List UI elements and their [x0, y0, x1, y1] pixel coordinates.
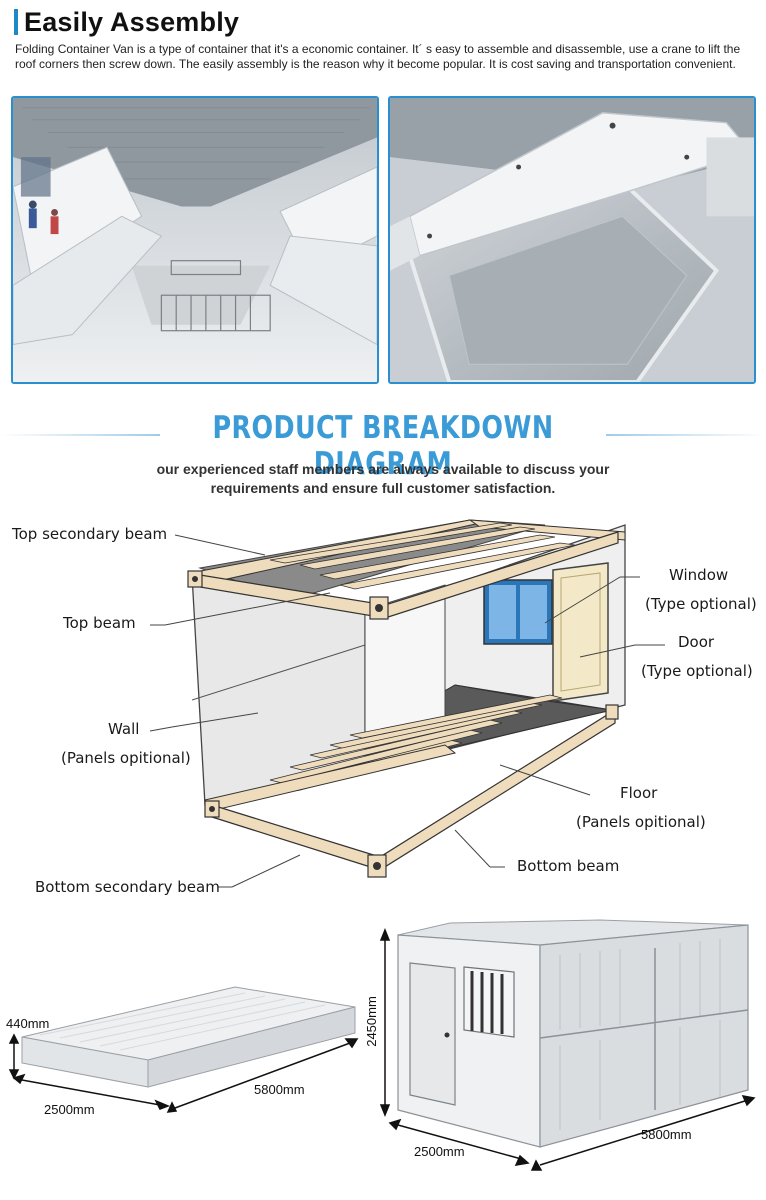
dimensions-illustration: [8, 919, 756, 1171]
folded-width-label: 2500mm: [44, 1102, 95, 1117]
label-door-note: (Type optional): [641, 662, 753, 680]
breakdown-diagram-illustration: [149, 519, 665, 888]
label-window-note: (Type optional): [645, 595, 757, 613]
label-top-secondary-beam: Top secondary beam: [12, 525, 168, 543]
folding-wall-panel-photo: [388, 96, 756, 384]
subtitle-line-2: requirements and ensure full customer sa…: [210, 480, 556, 496]
label-wall-note: (Panels opitional): [61, 749, 191, 767]
title-accent-bar: [14, 9, 18, 35]
label-floor: Floor: [620, 784, 658, 802]
section-heading: Easily Assembly: [24, 6, 240, 37]
folded-length-label: 5800mm: [254, 1082, 305, 1097]
section-description: Folding Container Van is a type of conta…: [15, 42, 741, 71]
container-interior-photo: [11, 96, 379, 384]
breakdown-diagram: Top secondary beam Top beam Wall (Panels…: [0, 505, 766, 905]
assembled-height-label: 2450mm: [363, 996, 379, 1047]
breakdown-diagram-heading: PRODUCT BREAKDOWN DIAGRAM: [212, 410, 554, 482]
label-bottom-beam: Bottom beam: [517, 857, 620, 875]
dimensions-section: 440mm 2500mm 5800mm 2450mm 2500mm 5800mm: [0, 915, 766, 1200]
assembled-width-label: 2500mm: [414, 1144, 465, 1159]
label-floor-note: (Panels opitional): [576, 813, 706, 831]
breakdown-subtitle: our experienced staff members are always…: [90, 460, 676, 498]
label-window: Window: [669, 566, 729, 584]
section-title-assembly: Easily Assembly: [14, 6, 239, 38]
subtitle-line-1: our experienced staff members are always…: [156, 461, 610, 477]
label-top-beam: Top beam: [63, 614, 136, 632]
label-bottom-secondary-beam: Bottom secondary beam: [35, 878, 220, 896]
label-wall: Wall: [108, 720, 140, 738]
assembled-length-label: 5800mm: [641, 1127, 692, 1142]
folded-height-label: 440mm: [6, 1016, 50, 1031]
label-door: Door: [678, 633, 715, 651]
heading-divider-left: [0, 434, 160, 436]
heading-divider-right: [606, 434, 766, 436]
